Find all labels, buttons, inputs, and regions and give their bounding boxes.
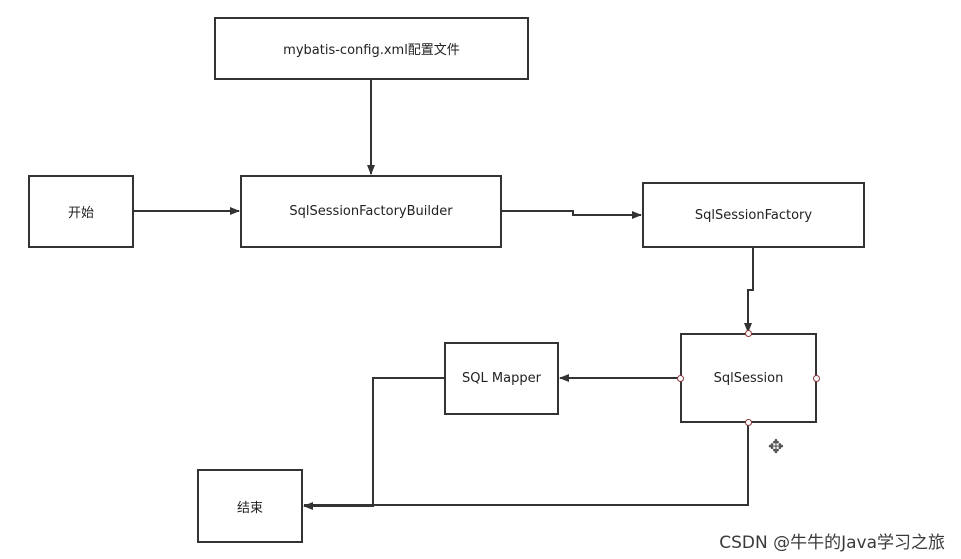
watermark: CSDN @牛牛的Java学习之旅 <box>719 533 945 553</box>
node-start[interactable]: 开始 <box>28 175 134 248</box>
node-end-label: 结束 <box>236 500 263 516</box>
node-sqlsession[interactable]: SqlSession <box>680 333 817 423</box>
node-sqlsession-label: SqlSession <box>713 370 784 386</box>
edge-mapper-to-end <box>303 377 444 510</box>
move-cursor-icon: ✥ <box>768 436 784 458</box>
node-sqlsessionfactorybuilder[interactable]: SqlSessionFactoryBuilder <box>240 175 502 248</box>
node-sql-mapper-label: SQL Mapper <box>462 371 541 386</box>
node-mybatis-config[interactable]: mybatis-config.xml配置文件 <box>214 17 529 80</box>
port-top-handle[interactable] <box>745 330 752 337</box>
port-left-handle[interactable] <box>677 375 684 382</box>
edge-session-to-end <box>304 423 749 506</box>
edge-builder-to-factory <box>502 210 642 219</box>
node-sqlsessionfactory[interactable]: SqlSessionFactory <box>642 182 865 248</box>
edge-factory-to-session <box>744 248 754 333</box>
port-bottom-handle[interactable] <box>745 419 752 426</box>
node-end[interactable]: 结束 <box>197 469 303 543</box>
node-sqlsessionfactorybuilder-label: SqlSessionFactoryBuilder <box>289 204 453 219</box>
port-right-handle[interactable] <box>813 375 820 382</box>
node-sqlsessionfactory-label: SqlSessionFactory <box>694 207 813 223</box>
node-mybatis-config-label: mybatis-config.xml配置文件 <box>283 43 460 58</box>
node-start-label: 开始 <box>67 206 94 221</box>
node-sql-mapper[interactable]: SQL Mapper <box>444 342 559 415</box>
